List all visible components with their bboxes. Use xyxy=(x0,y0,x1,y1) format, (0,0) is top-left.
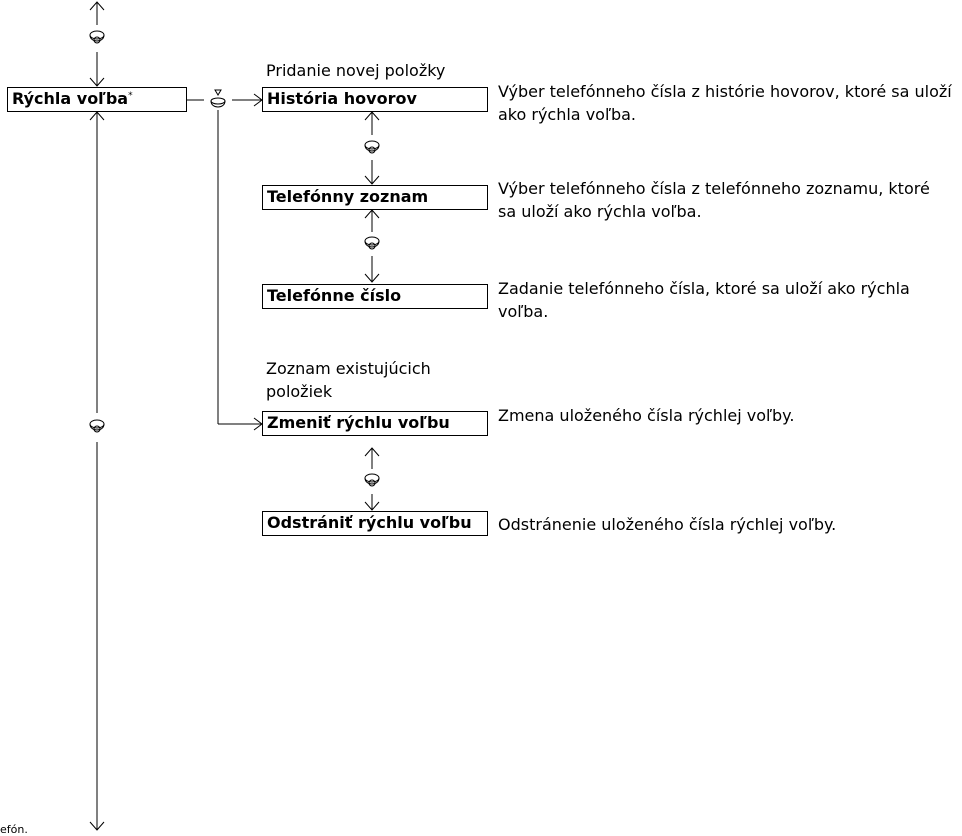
menu-item-label: Telefónne číslo xyxy=(267,286,402,305)
menu-item-call-history[interactable]: História hovorov xyxy=(262,87,488,112)
submenu-connector-3 xyxy=(364,447,380,511)
menu-item-label: História hovorov xyxy=(267,89,417,108)
menu-item-label: Odstrániť rýchlu voľbu xyxy=(267,513,472,532)
menu-item-label: Telefónny zoznam xyxy=(267,187,429,206)
footnote-mark: * xyxy=(128,91,133,101)
root-menu-item[interactable]: Rýchla voľba* xyxy=(7,87,187,112)
rotary-knob-icon xyxy=(364,140,380,154)
group-label-add: Pridanie novej položky xyxy=(266,61,446,80)
menu-item-change-speed-dial[interactable]: Zmeniť rýchlu voľbu xyxy=(262,411,488,436)
submenu-connector-2 xyxy=(364,209,380,283)
rotary-knob-icon xyxy=(364,236,380,250)
menu-item-delete-speed-dial[interactable]: Odstrániť rýchlu voľbu xyxy=(262,511,488,536)
menu-item-label: Zmeniť rýchlu voľbu xyxy=(267,413,450,432)
submenu-connector-1 xyxy=(364,111,380,185)
root-menu-label: Rýchla voľba xyxy=(12,89,129,108)
description-change-speed-dial: Zmena uloženého čísla rýchlej voľby. xyxy=(498,406,795,425)
description-delete-speed-dial: Odstránenie uloženého čísla rýchlej voľb… xyxy=(498,515,837,534)
description-phone-number: Zadanie telefónneho čísla, ktoré sa ulož… xyxy=(498,279,910,321)
description-phonebook: Výber telefónneho čísla z telefónneho zo… xyxy=(498,179,930,221)
group-label-existing: Zoznam existujúcich položiek xyxy=(266,359,431,401)
footnote-fragment: efón. xyxy=(0,823,28,836)
rotary-knob-icon xyxy=(364,473,380,487)
root-loop-connector xyxy=(89,111,105,831)
rotary-knob-icon xyxy=(89,419,105,433)
rotary-knob-icon xyxy=(89,30,105,44)
press-knob-icon xyxy=(210,89,226,108)
description-call-history: Výber telefónneho čísla z histórie hovor… xyxy=(498,82,952,124)
menu-item-phone-number[interactable]: Telefónne číslo xyxy=(262,284,488,309)
menu-item-phonebook[interactable]: Telefónny zoznam xyxy=(262,185,488,210)
root-top-connector xyxy=(89,1,105,87)
root-to-submenu-connector xyxy=(187,93,263,431)
